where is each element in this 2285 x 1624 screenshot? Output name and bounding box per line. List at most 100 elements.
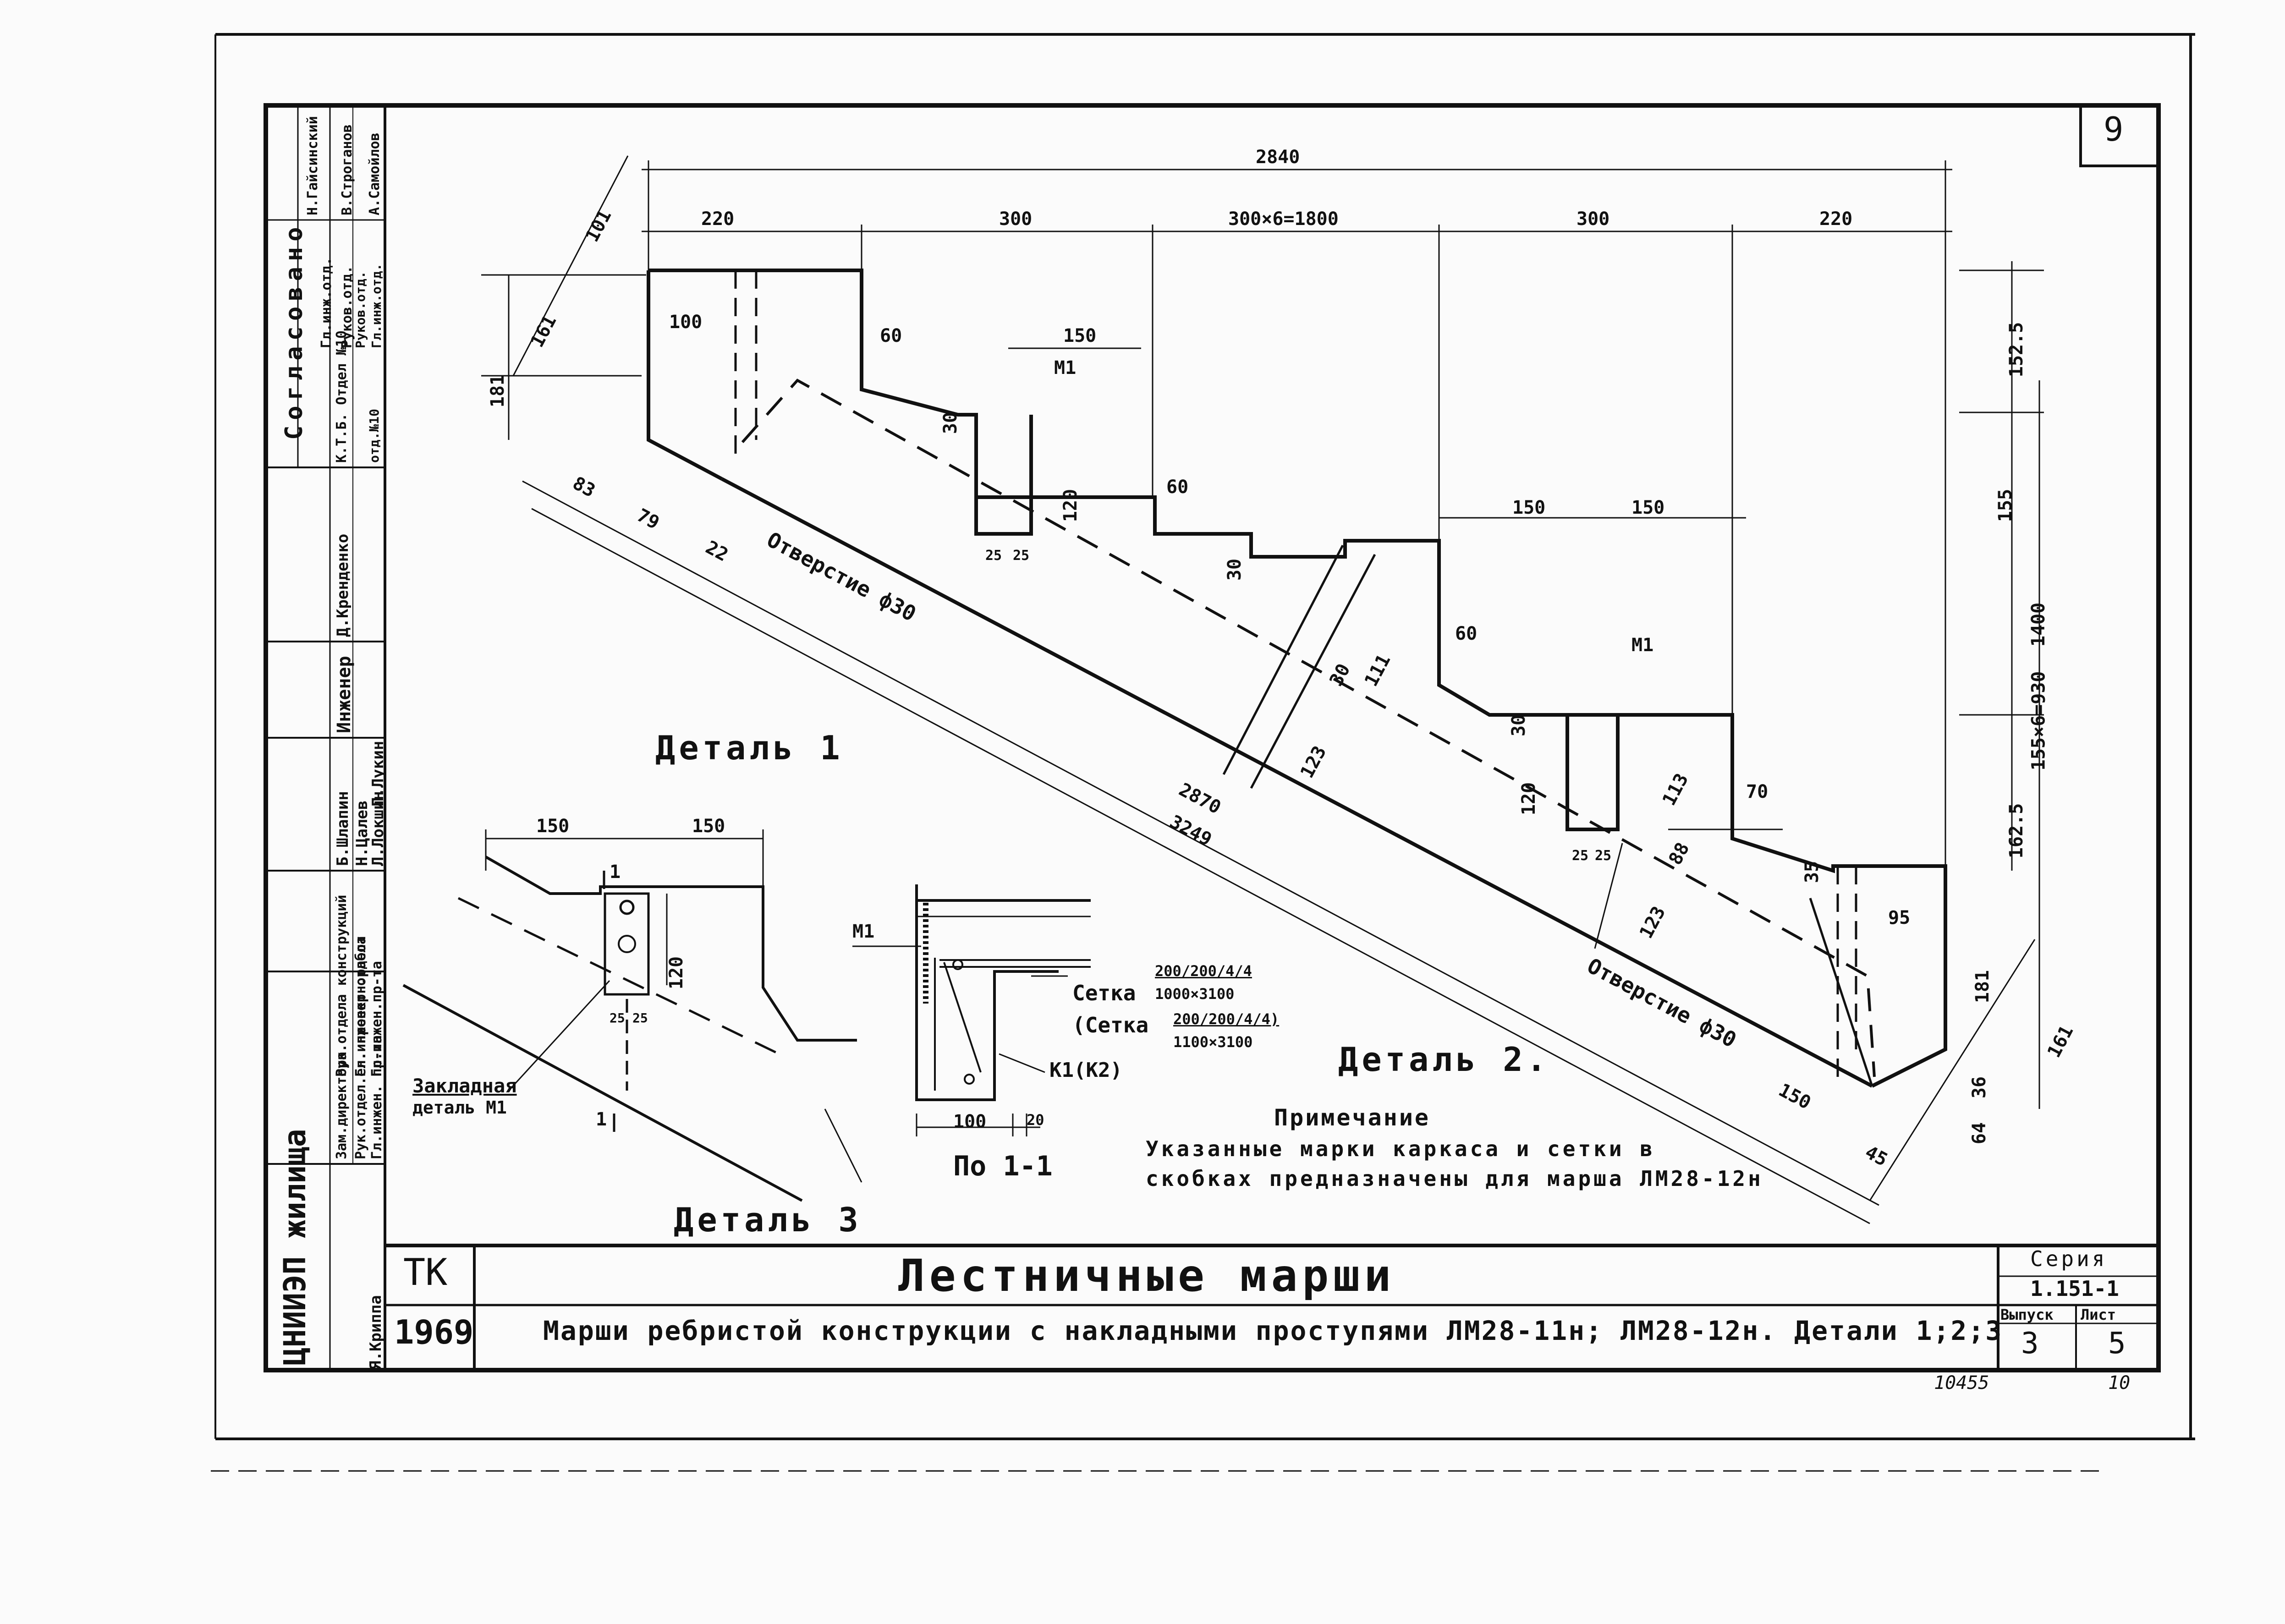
label-m1-a: М1 <box>1054 357 1077 379</box>
sheet-value: 5 <box>2108 1327 2126 1361</box>
dim-right-36: 36 <box>1969 1076 1990 1099</box>
title-main: Лестничные марши <box>898 1250 1395 1301</box>
dim-30-a: 30 <box>940 411 961 434</box>
dim-25-a: 25 <box>985 548 1002 564</box>
stamp-row-6: Инженер <box>334 656 355 733</box>
dimension-lines <box>481 155 2044 1224</box>
title-subtitle: Марши ребристой конструкции с накладными… <box>543 1315 2003 1346</box>
dim-25-c: 25 <box>1572 848 1589 864</box>
sheet-label: Лист <box>2081 1306 2116 1323</box>
d3-dim-120: 120 <box>666 956 687 990</box>
dim-top-300-right: 300 <box>1576 208 1610 230</box>
dim-right-1400: 1400 <box>2028 602 2049 647</box>
stamp-row-3: Гл.инженер отдела <box>353 936 369 1077</box>
label-detail-2: Деталь 2. <box>1338 1040 1550 1079</box>
page-number: 9 <box>2104 110 2124 148</box>
sec-mesh1-bottom: 1000×3100 <box>1155 985 1235 1003</box>
stamp-org: ЦНИИЭП жилища <box>277 1129 313 1366</box>
stamp-name-1: Б.Шлапин <box>334 791 352 866</box>
stamp-row-7: К.Т.Б. Отдел №10 <box>334 330 350 463</box>
title-year: 1969 <box>394 1313 474 1351</box>
note-line-2: скобках предназначены для марша ЛМ28-12н <box>1146 1166 1763 1191</box>
section-1-1-drawing <box>852 884 1091 1136</box>
stamp-name-6: Н.Гайсинский <box>305 116 321 215</box>
dim-150-c: 150 <box>1631 497 1665 518</box>
dim-30-d: 30 <box>1508 714 1530 737</box>
sec-dim-100: 100 <box>953 1111 987 1132</box>
dim-right-181: 181 <box>1972 970 1994 1004</box>
dim-150-a: 150 <box>1063 325 1097 346</box>
sec-mesh2-label: (Сетка <box>1072 1013 1149 1037</box>
label-detail-1: Деталь 1 <box>655 729 844 767</box>
note-line-1: Указанные марки каркаса и сетки в <box>1146 1136 1655 1161</box>
dim-100: 100 <box>669 312 703 333</box>
dim-35: 35 <box>1802 861 1823 883</box>
series-label: Серия <box>2030 1246 2108 1271</box>
title-left-code: ТК <box>403 1251 448 1294</box>
d3-dim-25-a: 25 <box>610 1010 625 1026</box>
dim-30-b: 30 <box>1224 558 1246 581</box>
stamp-dept-1: Руков.отд. <box>353 271 368 348</box>
d3-dim-150-a: 150 <box>536 816 570 837</box>
dim-right-155x6: 155×6=930 <box>2028 671 2049 771</box>
sec-mesh2-top: 200/200/4/4) <box>1173 1010 1280 1028</box>
stamp-name-4: П.Лукин <box>369 741 387 807</box>
label-m1-b: М1 <box>1631 635 1654 656</box>
issue-value: 3 <box>2021 1327 2039 1361</box>
label-detail-3: Деталь 3 <box>674 1201 862 1239</box>
bottom-code-2: 10 <box>2108 1372 2131 1394</box>
dim-25-b: 25 <box>1013 548 1030 564</box>
stamp-name-7: В.Строганов <box>339 124 355 215</box>
dim-top-300-left: 300 <box>999 208 1033 230</box>
dim-right-64: 64 <box>1969 1122 1990 1145</box>
sec-title: По 1-1 <box>953 1150 1053 1182</box>
dim-right-155: 155 <box>1995 488 2016 522</box>
dim-right-162-5: 162.5 <box>2006 803 2027 859</box>
sec-mesh1-label: Сетка <box>1072 981 1136 1005</box>
sec-mesh1-top: 200/200/4/4 <box>1155 962 1252 980</box>
stamp-approved-heading: Согласовано <box>280 221 308 440</box>
dim-95: 95 <box>1888 907 1911 928</box>
dim-right-152-5: 152.5 <box>2006 322 2027 378</box>
sec-dim-20: 20 <box>1027 1111 1044 1129</box>
stamp-name-5: Д.Кренденко <box>334 533 352 637</box>
series-value: 1.151-1 <box>2030 1276 2119 1301</box>
stamp-name-0: Я.Криппа <box>367 1295 385 1370</box>
issue-label: Выпуск <box>2000 1306 2054 1323</box>
d3-section-mark-bottom: 1 <box>596 1109 607 1130</box>
stamp-name-8: А.Самойлов <box>367 132 383 215</box>
d3-embed-label: Закладная <box>412 1075 517 1097</box>
dim-top-220-right: 220 <box>1819 208 1853 230</box>
d3-section-mark-top: 1 <box>610 861 621 883</box>
dim-top-220-left: 220 <box>701 208 735 230</box>
sec-m1-label: М1 <box>852 921 875 942</box>
stair-flight-outline <box>647 269 1947 1088</box>
dim-70: 70 <box>1746 781 1769 802</box>
stamp-dept-2: Гл.инж.отд. <box>369 263 384 348</box>
dim-60-b: 60 <box>1166 477 1189 498</box>
d3-dim-25-b: 25 <box>632 1010 648 1026</box>
title-block-lines <box>266 105 2158 1370</box>
sec-mesh2-bottom: 1100×3100 <box>1173 1033 1253 1051</box>
stamp-name-2: Н.Цалев <box>353 800 371 866</box>
note-heading: Примечание <box>1274 1104 1431 1131</box>
bottom-code: 10455 <box>1934 1372 1989 1394</box>
dim-120-b: 120 <box>1518 782 1540 816</box>
stamp-row-5: Гл.инжен. пр-та <box>369 1035 385 1159</box>
dim-120-a: 120 <box>1060 488 1082 522</box>
detail-3-drawing <box>402 829 862 1202</box>
dim-181-left: 181 <box>487 374 509 408</box>
dim-60-c: 60 <box>1455 623 1478 644</box>
d3-embed-label-2: деталь М1 <box>412 1097 507 1118</box>
dim-25-d: 25 <box>1595 848 1612 864</box>
stamp-row-2: Рук.отдела конструкций <box>334 894 350 1077</box>
stamp-dept-0: отд.№10 <box>367 408 382 463</box>
dim-60-a: 60 <box>880 325 902 346</box>
stamp-row-8: Гл.инж.отд. <box>319 257 335 348</box>
dim-top-overall: 2840 <box>1256 147 1300 168</box>
dim-top-middle: 300×6=1800 <box>1228 208 1339 230</box>
dim-150-b: 150 <box>1512 497 1546 518</box>
d3-dim-150-b: 150 <box>692 816 725 837</box>
sec-k-label: К1(К2) <box>1049 1059 1122 1082</box>
